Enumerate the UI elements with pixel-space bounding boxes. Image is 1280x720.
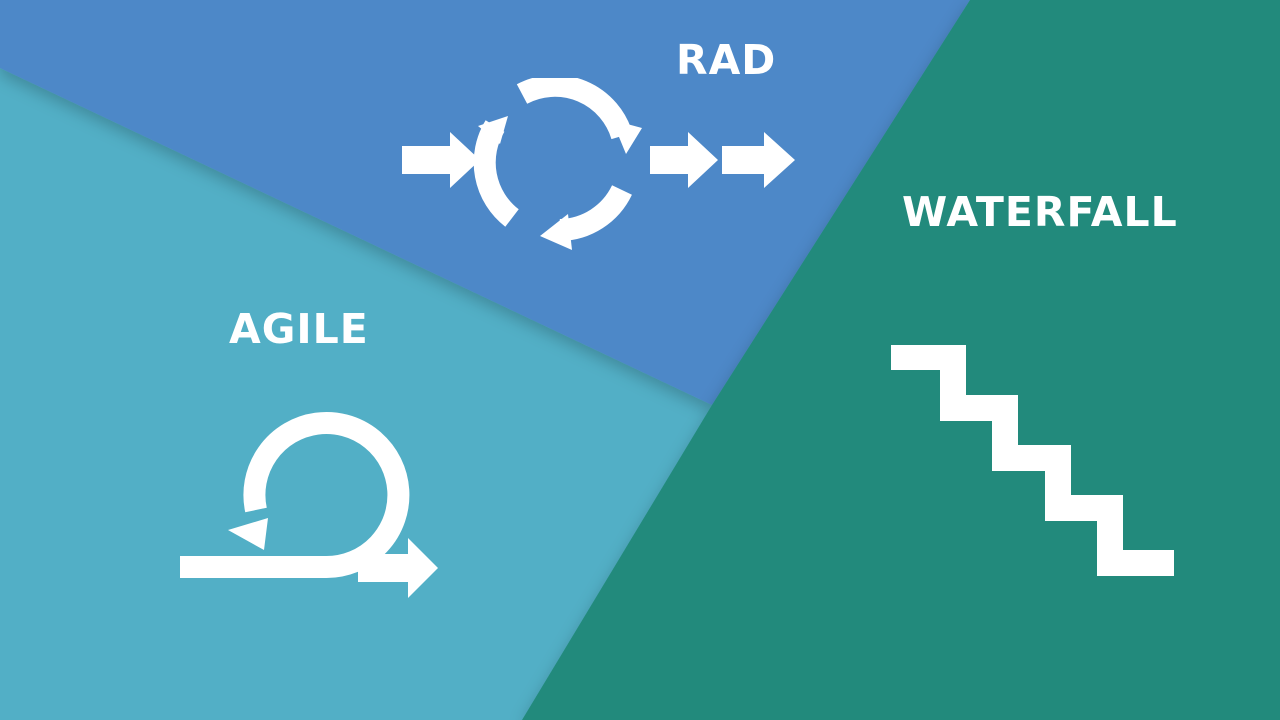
agile-title: AGILE [229,305,369,353]
rad-title: RAD [676,36,777,84]
loop-arrow-icon [180,412,438,598]
cycle-arrows-icon [402,78,795,250]
waterfall-title: WATERFALL [902,188,1178,236]
staircase-icon [891,345,1174,576]
